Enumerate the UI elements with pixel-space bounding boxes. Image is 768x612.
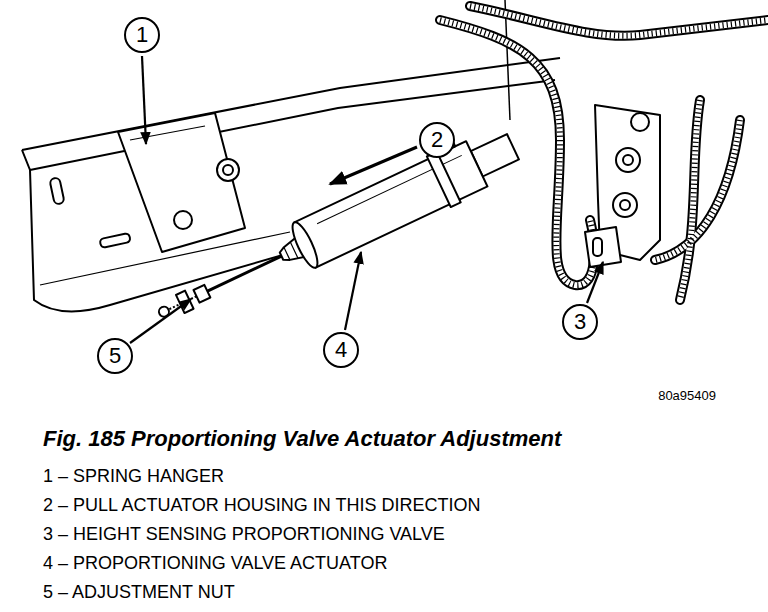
conduit: [470, 6, 768, 36]
callout-number: 5: [109, 345, 121, 367]
legend-entry: 1 – SPRING HANGER: [43, 466, 224, 488]
conduit-ribs: [440, 6, 768, 300]
conduit: [470, 6, 768, 36]
conduit-fill: [440, 6, 768, 300]
callout-number: 2: [431, 129, 443, 151]
hanger-line: [130, 126, 205, 140]
callout-circle: 1: [124, 17, 160, 53]
bolt-head: [613, 193, 637, 217]
conduit-outline: [440, 6, 768, 300]
leader-arrow: [142, 56, 146, 144]
housing-clamp: [427, 152, 461, 207]
cable-bracket: [176, 291, 194, 313]
direction-arrow: [330, 147, 417, 184]
valve-port: [593, 238, 602, 256]
hanger-hole: [174, 211, 192, 229]
leader-arrows: [130, 56, 603, 343]
callout-number: 1: [136, 24, 148, 46]
legend-entry: 4 – PROPORTIONING VALVE ACTUATOR: [43, 553, 387, 575]
conduit: [680, 100, 700, 300]
callout-circle: 2: [419, 122, 455, 158]
valve-bracket: [585, 105, 660, 267]
hanger-plate: [118, 113, 245, 252]
leader-arrow: [587, 262, 603, 303]
bolt-head: [217, 159, 239, 181]
callout-number: 3: [574, 311, 586, 333]
conduit: [655, 120, 740, 260]
bolt-head: [631, 113, 649, 131]
housing-end: [288, 219, 322, 270]
wire-harness: [440, 6, 768, 300]
legend-entry: 2 – PULL ACTUATOR HOUSING IN THIS DIRECT…: [43, 495, 480, 517]
conduit: [680, 100, 700, 300]
proportioning-valve: [585, 227, 621, 267]
legend-entry: 3 – HEIGHT SENSING PROPORTIONING VALVE: [43, 524, 445, 546]
rail-slot: [99, 233, 130, 248]
spring-hanger: [118, 113, 245, 252]
conduit: [680, 100, 700, 300]
leader-arrow: [130, 299, 191, 343]
rail-slot: [49, 177, 64, 205]
callout-circle: 5: [97, 338, 133, 374]
bolt-center: [623, 155, 633, 165]
rail-edge: [22, 58, 560, 150]
conduit: [655, 120, 740, 260]
bolt-center: [620, 200, 630, 210]
leader-arrow: [345, 252, 361, 330]
nozzle-ribs: [283, 242, 298, 262]
actuator-cable: [204, 256, 282, 293]
figure-id: 80a95409: [658, 388, 716, 404]
callout-circle: 4: [323, 332, 359, 368]
bolt-head: [616, 148, 640, 172]
figure-caption: Fig. 185 Proportioning Valve Actuator Ad…: [43, 426, 561, 452]
callout-number: 4: [335, 339, 347, 361]
adjustment-nut: [194, 285, 211, 303]
callout-circle: 3: [562, 304, 598, 340]
frame-rail: [22, 0, 560, 311]
actuator: [144, 115, 524, 339]
bolt-center: [223, 165, 233, 175]
actuator-housing: [294, 141, 487, 267]
legend-entry: 5 – ADJUSTMENT NUT: [43, 582, 235, 604]
conduit: [470, 6, 768, 36]
